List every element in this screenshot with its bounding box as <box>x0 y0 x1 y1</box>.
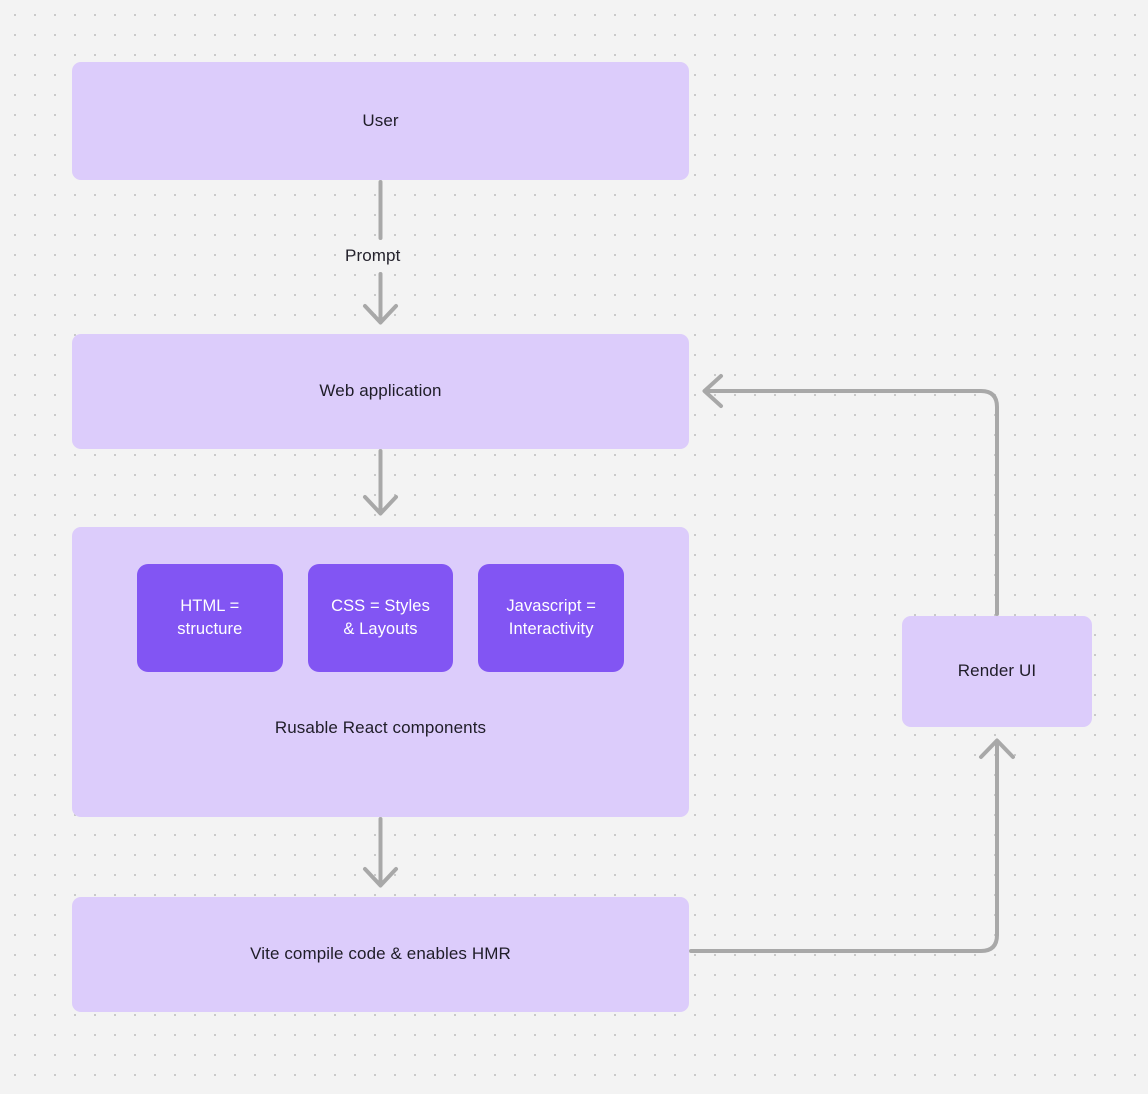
chip-javascript[interactable]: Javascript = Interactivity <box>478 564 625 672</box>
edge-render-to-webapp <box>703 389 999 616</box>
chip-css-label: CSS = Styles & Layouts <box>331 595 430 641</box>
node-user-label: User <box>362 110 399 130</box>
chip-html-label: HTML = structure <box>177 595 242 641</box>
node-vite-label: Vite compile code & enables HMR <box>250 944 511 964</box>
chip-css[interactable]: CSS = Styles & Layouts <box>307 564 454 672</box>
arrowhead-user-to-webapp <box>363 304 398 325</box>
chip-javascript-label: Javascript = Interactivity <box>506 595 596 641</box>
chip-javascript-line-1: Javascript = <box>506 597 597 616</box>
arrowhead-webapp-to-components <box>363 495 398 516</box>
edge-vite-to-render <box>689 739 999 953</box>
node-web-application[interactable]: Web application <box>72 334 689 449</box>
edge-label-prompt: Prompt <box>345 246 401 265</box>
node-vite[interactable]: Vite compile code & enables HMR <box>72 897 689 1012</box>
chip-html-line-2: structure <box>177 620 243 638</box>
arrowhead-render-to-webapp <box>702 374 723 408</box>
chip-html[interactable]: HTML = structure <box>137 564 283 672</box>
chip-css-line-1: CSS = Styles <box>331 597 430 616</box>
arrowhead-vite-to-render <box>979 738 1015 759</box>
node-user[interactable]: User <box>72 62 689 180</box>
chip-html-line-1: HTML = <box>180 597 240 616</box>
node-react-components[interactable]: HTML = structure CSS = Styles & Layouts … <box>72 527 689 817</box>
node-render-ui-label: Render UI <box>957 661 1037 681</box>
node-react-components-caption: Rusable React components <box>274 718 487 737</box>
node-web-application-label: Web application <box>319 381 442 401</box>
arrowhead-components-to-vite <box>363 867 398 888</box>
chip-css-line-2: & Layouts <box>343 620 418 638</box>
node-render-ui[interactable]: Render UI <box>902 616 1092 727</box>
chip-row: HTML = structure CSS = Styles & Layouts … <box>137 564 625 672</box>
chip-javascript-line-2: Interactivity <box>508 620 594 638</box>
